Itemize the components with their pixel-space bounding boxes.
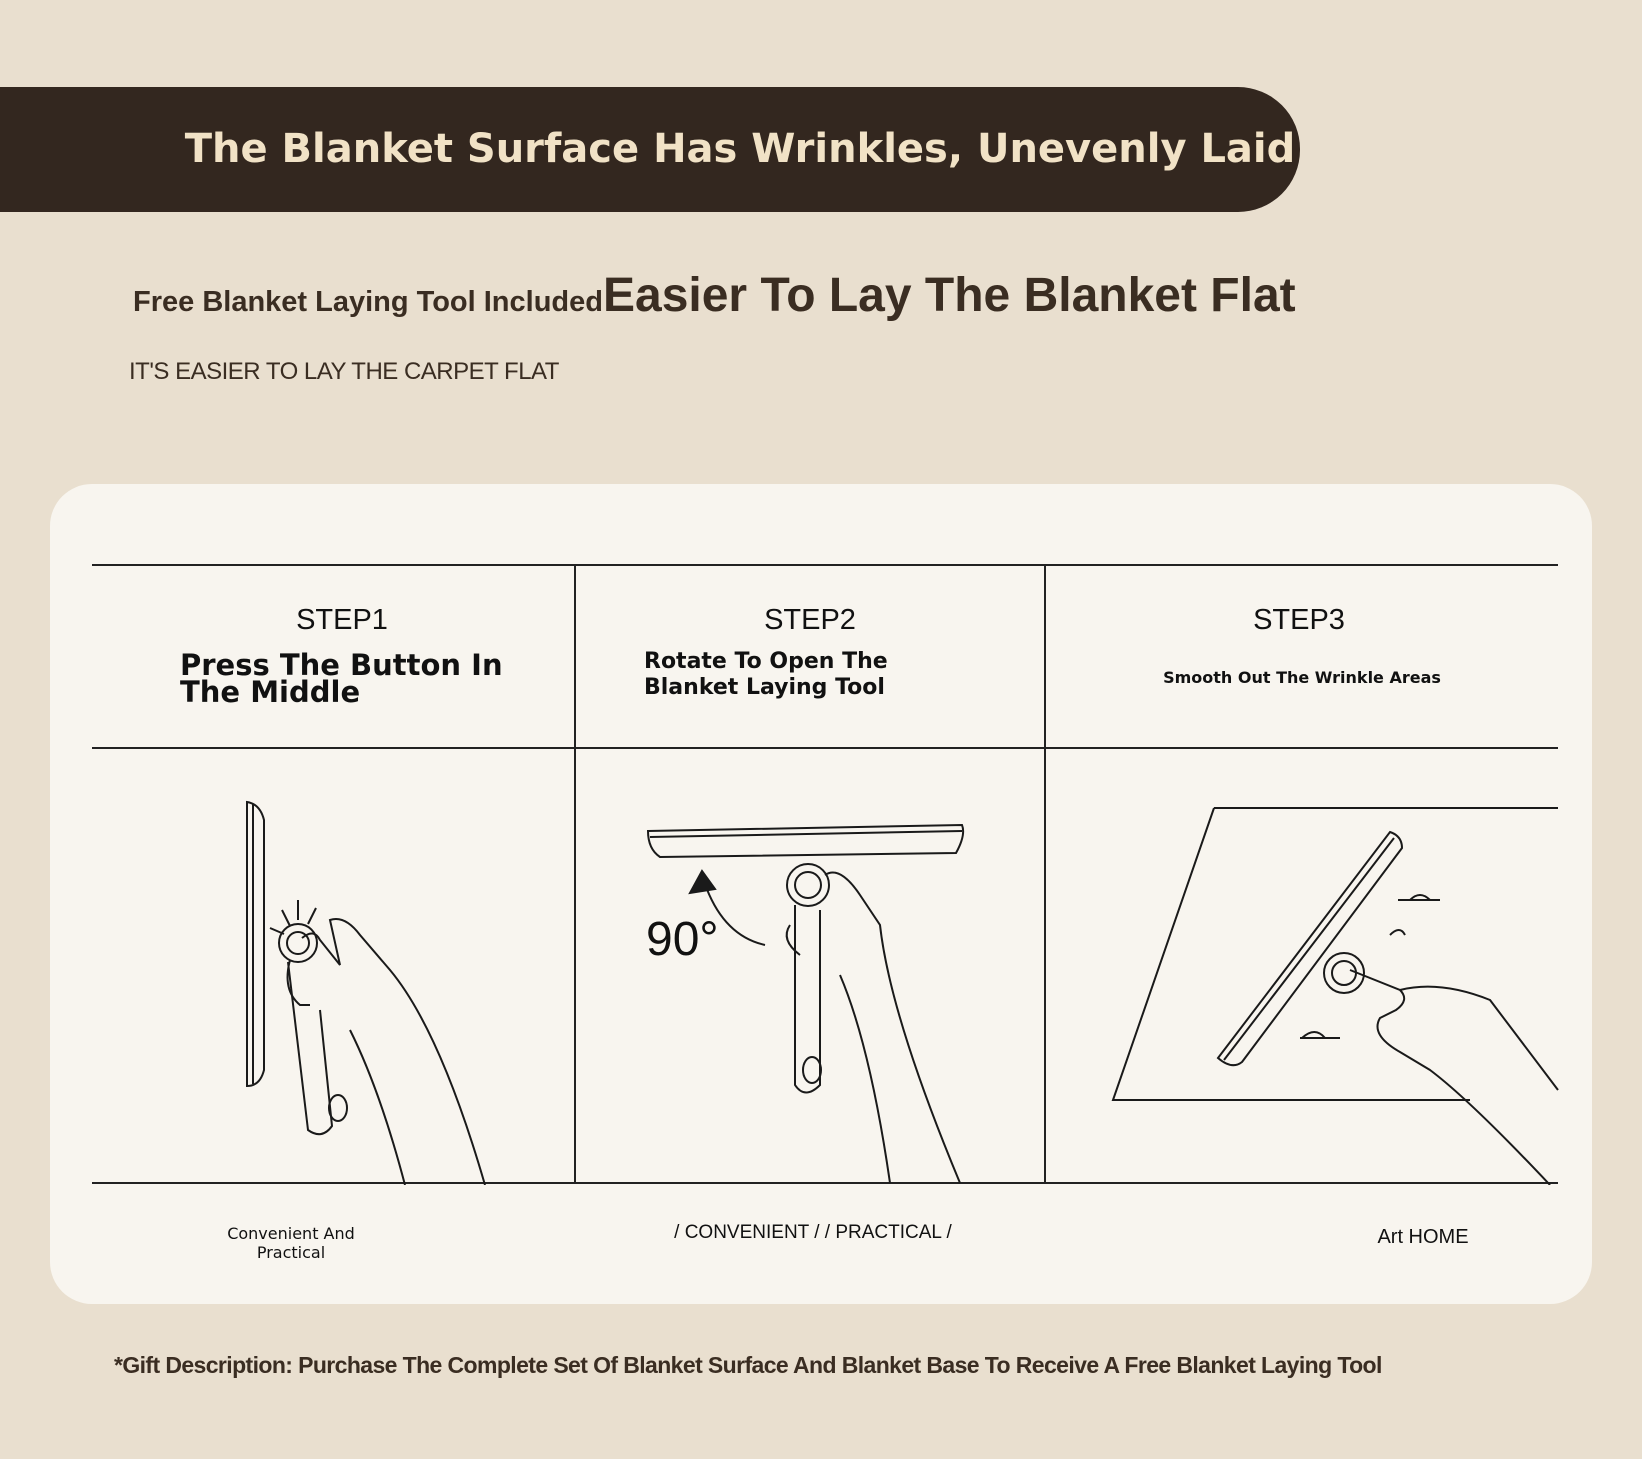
angle-label: 90° [646, 913, 719, 966]
step1-description: Press The Button In The Middle [180, 648, 503, 709]
intro-headline: Easier To Lay The Blanket Flat [602, 269, 1296, 322]
footer-left: Convenient And Practical [227, 1224, 355, 1262]
footer-brand: Art HOME [1377, 1226, 1469, 1248]
divider [1044, 564, 1046, 1184]
intro-line: Free Blanket Laying Tool IncludedEasier … [133, 268, 1296, 323]
footer-center: / CONVENIENT / / PRACTICAL / [674, 1222, 952, 1243]
step2-label: STEP2 [764, 604, 856, 636]
step3-label: STEP3 [1253, 604, 1345, 636]
divider [574, 564, 576, 1184]
step2-description: Rotate To Open The Blanket Laying Tool [644, 649, 888, 700]
smooth-wrinkles-illustration [1111, 807, 1559, 1185]
divider [92, 1182, 1558, 1184]
header-banner: The Blanket Surface Has Wrinkles, Uneven… [0, 87, 1300, 212]
rotate-open-illustration: 90° [646, 823, 965, 1184]
step3-description: Smooth Out The Wrinkle Areas [1163, 668, 1441, 687]
divider [92, 747, 1558, 749]
intro-tag: Free Blanket Laying Tool Included [133, 286, 603, 318]
intro-subtitle: IT'S EASIER TO LAY THE CARPET FLAT [129, 358, 559, 385]
steps-card [50, 484, 1592, 1304]
step1-label: STEP1 [296, 604, 388, 636]
gift-description: *Gift Description: Purchase The Complete… [114, 1352, 1382, 1378]
banner-title: The Blanket Surface Has Wrinkles, Uneven… [184, 126, 1296, 172]
press-button-illustration [246, 800, 486, 1185]
divider [92, 564, 1558, 566]
